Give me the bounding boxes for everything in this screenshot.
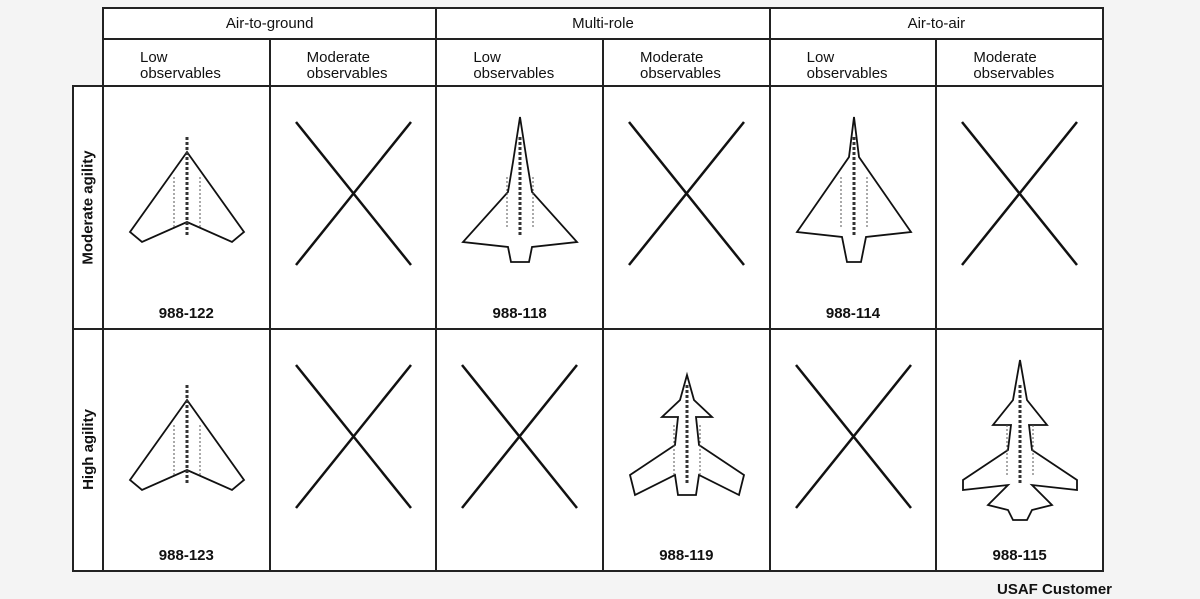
column-header: Low observables xyxy=(435,38,604,87)
design-number: 988-115 xyxy=(992,547,1047,564)
matrix-cell: 988-114 xyxy=(768,85,938,330)
aircraft-planform-delta xyxy=(795,116,913,263)
matrix-cell: 988-118 xyxy=(435,85,604,330)
design-number: 988-114 xyxy=(825,304,881,322)
column-header: Low observables xyxy=(768,38,938,87)
matrix-cell: 988-119 xyxy=(602,327,771,572)
not-applicable-x-mark xyxy=(294,121,412,266)
matrix-cell: 988-115 xyxy=(935,327,1104,572)
group-header: Multi-role xyxy=(435,7,771,40)
not-applicable-x-mark xyxy=(461,363,579,509)
not-applicable-x-mark xyxy=(294,363,412,509)
aircraft-planform-canard-delta xyxy=(628,371,746,496)
matrix-cell xyxy=(602,85,771,330)
matrix-cell xyxy=(935,85,1104,330)
group-header: Air-to-ground xyxy=(102,7,438,40)
matrix-cell xyxy=(768,327,938,572)
aircraft-planform-flying-wing xyxy=(128,384,246,491)
matrix-cell: 988-123 xyxy=(102,327,271,572)
group-header: Air-to-air xyxy=(768,7,1104,40)
column-header: Low observables xyxy=(102,38,271,87)
design-number: 988-119 xyxy=(659,547,714,564)
aircraft-planform-canard-conventional xyxy=(962,359,1079,521)
row-header: High agility xyxy=(72,327,104,572)
matrix-cell xyxy=(435,327,604,572)
aircraft-planform-flying-wing xyxy=(128,137,246,244)
row-header: Moderate agility xyxy=(72,85,104,330)
aircraft-planform-cranked-delta xyxy=(461,116,580,263)
matrix-cell: 988-122 xyxy=(102,85,271,330)
row-label: Moderate agility xyxy=(79,150,97,265)
design-number: 988-118 xyxy=(492,304,547,322)
column-header: Moderate observables xyxy=(602,38,771,87)
not-applicable-x-mark xyxy=(628,121,745,266)
matrix-cell xyxy=(268,85,438,330)
not-applicable-x-mark xyxy=(961,121,1079,266)
column-header: Moderate observables xyxy=(268,38,438,87)
row-label: High agility xyxy=(79,409,97,491)
column-header: Moderate observables xyxy=(935,38,1104,87)
design-number: 988-123 xyxy=(158,547,214,564)
not-applicable-x-mark xyxy=(794,363,912,509)
matrix-cell xyxy=(268,327,438,572)
design-number: 988-122 xyxy=(158,304,214,322)
footer-caption: USAF Customer xyxy=(996,581,1112,598)
